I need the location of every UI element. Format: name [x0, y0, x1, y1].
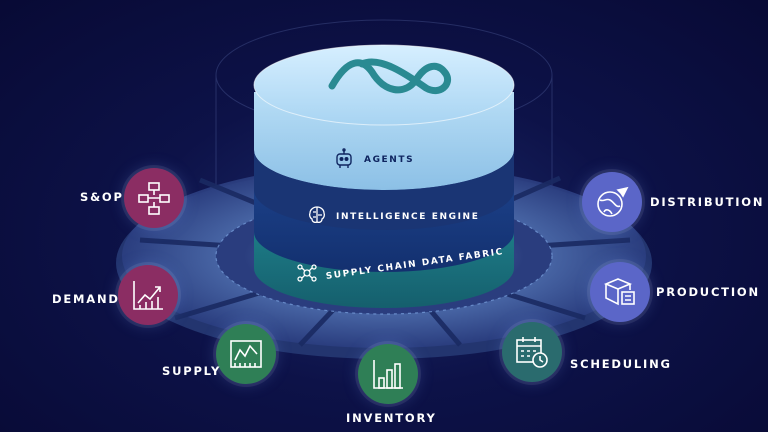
- globe-plane-icon: [597, 186, 629, 217]
- module-label-production: PRODUCTION: [656, 285, 760, 299]
- module-label-sop: S&OP: [80, 190, 124, 204]
- robot-icon: [336, 148, 352, 168]
- boxes-icon: [603, 278, 635, 306]
- calendar-clock-icon: [516, 337, 548, 368]
- module-label-inventory: INVENTORY: [346, 411, 437, 425]
- module-inventory[interactable]: [358, 344, 418, 404]
- network-icon: [297, 264, 317, 282]
- line-chart-icon: [230, 340, 262, 368]
- module-label-demand: DEMAND: [52, 292, 120, 306]
- module-production[interactable]: [590, 262, 650, 322]
- module-label-supply: SUPPLY: [162, 364, 222, 378]
- wave-loop-logo: [328, 58, 451, 95]
- growth-chart-icon: [133, 281, 163, 310]
- bar-chart-icon: [373, 360, 403, 389]
- brain-icon: [308, 206, 326, 224]
- layer-stack: [253, 44, 515, 308]
- module-sop[interactable]: [124, 168, 184, 228]
- module-distribution[interactable]: [582, 172, 642, 232]
- module-demand[interactable]: [118, 265, 178, 325]
- module-scheduling[interactable]: [502, 322, 562, 382]
- flowchart-icon: [138, 182, 170, 215]
- module-label-distribution: DISTRIBUTION: [650, 195, 765, 209]
- layer-label-agents: AGENTS: [364, 155, 415, 165]
- module-supply[interactable]: [216, 324, 276, 384]
- layer-label-engine: INTELLIGENCE ENGINE: [336, 212, 480, 222]
- module-label-scheduling: SCHEDULING: [570, 357, 672, 371]
